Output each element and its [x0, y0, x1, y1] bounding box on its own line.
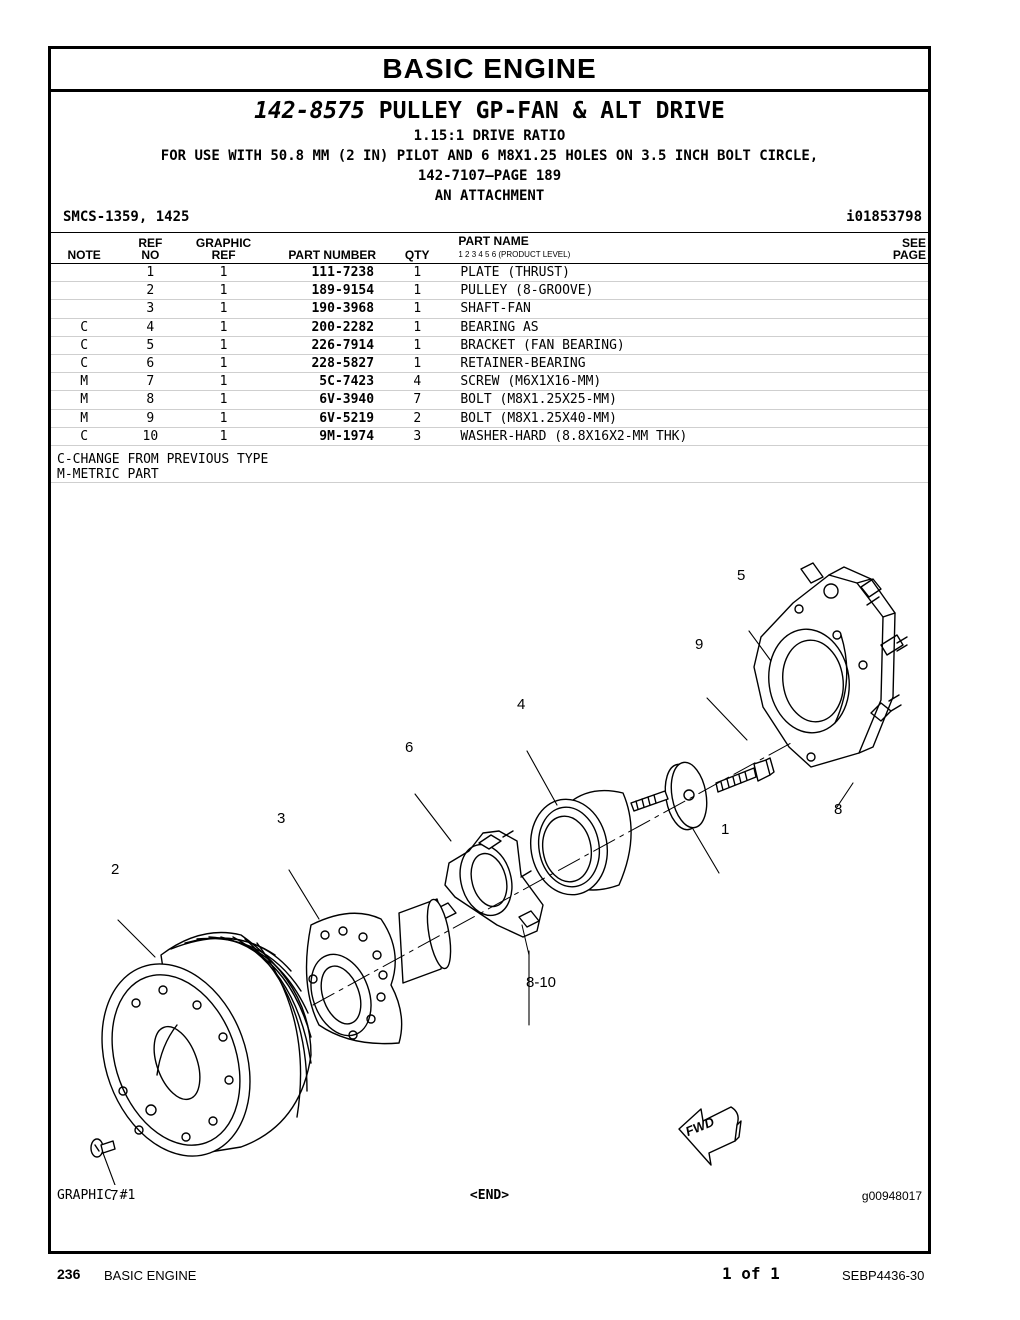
group-name: PULLEY GP-FAN & ALT DRIVE	[378, 98, 725, 124]
graphic-id: g00948017	[861, 1189, 922, 1203]
leader-lines	[102, 630, 854, 1185]
page-number: 236	[57, 1266, 81, 1282]
callout-4: 4	[517, 696, 526, 713]
exploded-view-drawing	[90, 562, 908, 1185]
group-description-line: 1.15:1 DRIVE RATIO	[413, 128, 566, 144]
section-title: BASIC ENGINE	[51, 49, 928, 92]
group-title: 142-8575 PULLEY GP-FAN & ALT DRIVE	[51, 96, 928, 126]
bearing-part	[529, 789, 632, 896]
callout-3: 3	[277, 810, 286, 827]
callout-1: 1	[721, 821, 730, 838]
callout-9: 9	[695, 636, 704, 653]
graphic-label: GRAPHIC #1	[57, 1188, 136, 1203]
group-description-line: AN ATTACHMENT	[434, 188, 545, 204]
end-marker: <END>	[469, 1188, 510, 1203]
pulley-part	[101, 931, 312, 1157]
divider	[51, 482, 928, 483]
footer-section: BASIC ENGINE	[104, 1268, 197, 1283]
bracket-part	[753, 562, 908, 768]
smcs-code: SMCS-1359, 1425	[63, 209, 190, 225]
col-part-number: PART NUMBER	[263, 232, 379, 264]
col-note: NOTE	[51, 232, 118, 264]
callout-6: 6	[405, 739, 414, 756]
shaft-part	[305, 898, 452, 1045]
callout-8-10: 8-10	[526, 974, 557, 991]
group-number: 142-8575	[254, 98, 365, 124]
group-description-line: 142-7107—PAGE 189	[417, 168, 562, 184]
note-change: C-CHANGE FROM PREVIOUS TYPE	[57, 452, 269, 467]
parts-page-frame: BASIC ENGINE 142-8575 PULLEY GP-FAN & AL…	[48, 46, 931, 1254]
thrust-plate-part	[630, 761, 708, 831]
callout-8: 8	[834, 801, 843, 818]
notes-legend: C-CHANGE FROM PREVIOUS TYPE M-METRIC PAR…	[57, 452, 268, 482]
group-header: 142-8575 PULLEY GP-FAN & ALT DRIVE 1.15:…	[51, 92, 928, 206]
bolt-9-part	[715, 757, 775, 793]
callout-2: 2	[111, 861, 120, 878]
col-qty: QTY	[378, 232, 457, 264]
document-id: SEBP4436-30	[842, 1268, 925, 1283]
illustration-id: i01853798	[846, 209, 922, 225]
forward-arrow-icon	[678, 1106, 742, 1166]
product-level-legend: 1 2 3 4 5 6 (PRODUCT LEVEL)	[458, 250, 571, 259]
page-of: 1 of 1	[722, 1264, 780, 1283]
group-description-line: FOR USE WITH 50.8 MM (2 IN) PILOT AND 6 …	[160, 148, 819, 164]
screw-7-part	[90, 1138, 116, 1158]
callout-5: 5	[737, 567, 746, 584]
callout-7: 7	[110, 1187, 119, 1204]
retainer-part	[435, 830, 544, 956]
note-metric: M-METRIC PART	[57, 467, 159, 482]
